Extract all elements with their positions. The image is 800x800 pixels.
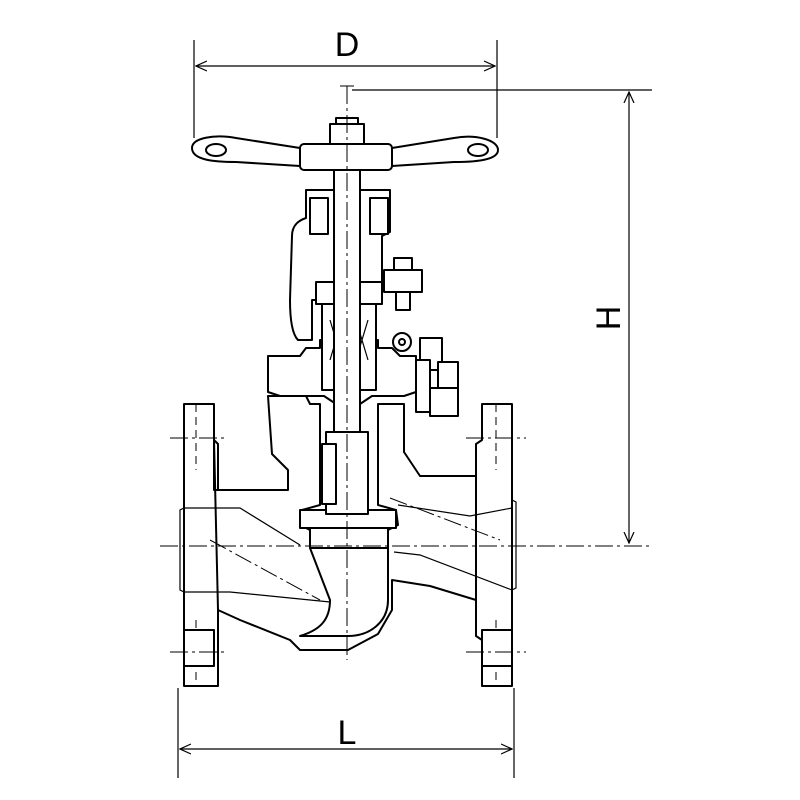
dimension-d-label: D (335, 26, 360, 64)
valve-body (179, 395, 517, 687)
dimension-d: D (193, 26, 498, 138)
left-flange (183, 403, 219, 687)
dimension-l-label: L (338, 714, 357, 752)
gland-bolt-assembly (383, 257, 423, 352)
dimension-h: H (352, 89, 652, 543)
bypass-fitting (415, 337, 459, 417)
yoke-window-right (369, 197, 389, 235)
right-flange-nut (481, 629, 513, 667)
seat-bowl (299, 547, 389, 637)
handwheel-hub (299, 143, 393, 171)
dimension-h-label: H (590, 306, 628, 331)
flow-passage (179, 507, 185, 593)
yoke-window-left (309, 197, 329, 235)
dimension-l: L (177, 688, 515, 778)
center-lines (160, 85, 650, 660)
left-flange-nut (183, 629, 215, 667)
handwheel (191, 117, 499, 171)
